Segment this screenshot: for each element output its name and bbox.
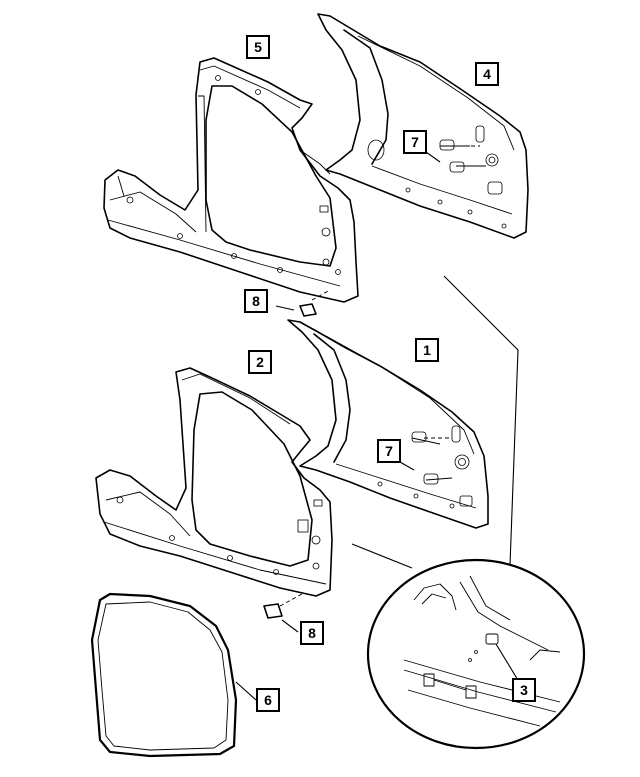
callout-4: 4 (475, 62, 499, 86)
callout-1: 1 (415, 338, 439, 362)
callout-8-lower: 8 (300, 621, 324, 645)
callout-7-lower-label: 7 (385, 443, 393, 459)
callout-7-upper-label: 7 (411, 134, 419, 150)
plug-upper (299, 303, 317, 317)
callout-5: 5 (246, 35, 270, 59)
body-side-inner-upper (299, 13, 529, 239)
callout-7-upper: 7 (403, 130, 427, 154)
body-side-aperture-outer-upper (103, 57, 359, 303)
callout-8-upper-label: 8 (252, 293, 260, 309)
callout-3-label: 3 (520, 682, 528, 698)
detail-circle (366, 558, 586, 750)
door-weatherstrip (90, 592, 238, 758)
callout-2-label: 2 (256, 354, 264, 370)
callout-2: 2 (248, 350, 272, 374)
callout-3: 3 (512, 678, 536, 702)
callout-1-label: 1 (423, 342, 431, 358)
plug-lower (263, 603, 283, 619)
callout-8-lower-label: 8 (308, 625, 316, 641)
callout-7-lower: 7 (377, 439, 401, 463)
body-side-inner-lower (287, 319, 489, 529)
callout-4-label: 4 (483, 66, 491, 82)
callout-6: 6 (256, 688, 280, 712)
callout-5-label: 5 (254, 39, 262, 55)
body-side-aperture-outer-lower (95, 367, 333, 597)
callout-8-upper: 8 (244, 289, 268, 313)
callout-6-label: 6 (264, 692, 272, 708)
